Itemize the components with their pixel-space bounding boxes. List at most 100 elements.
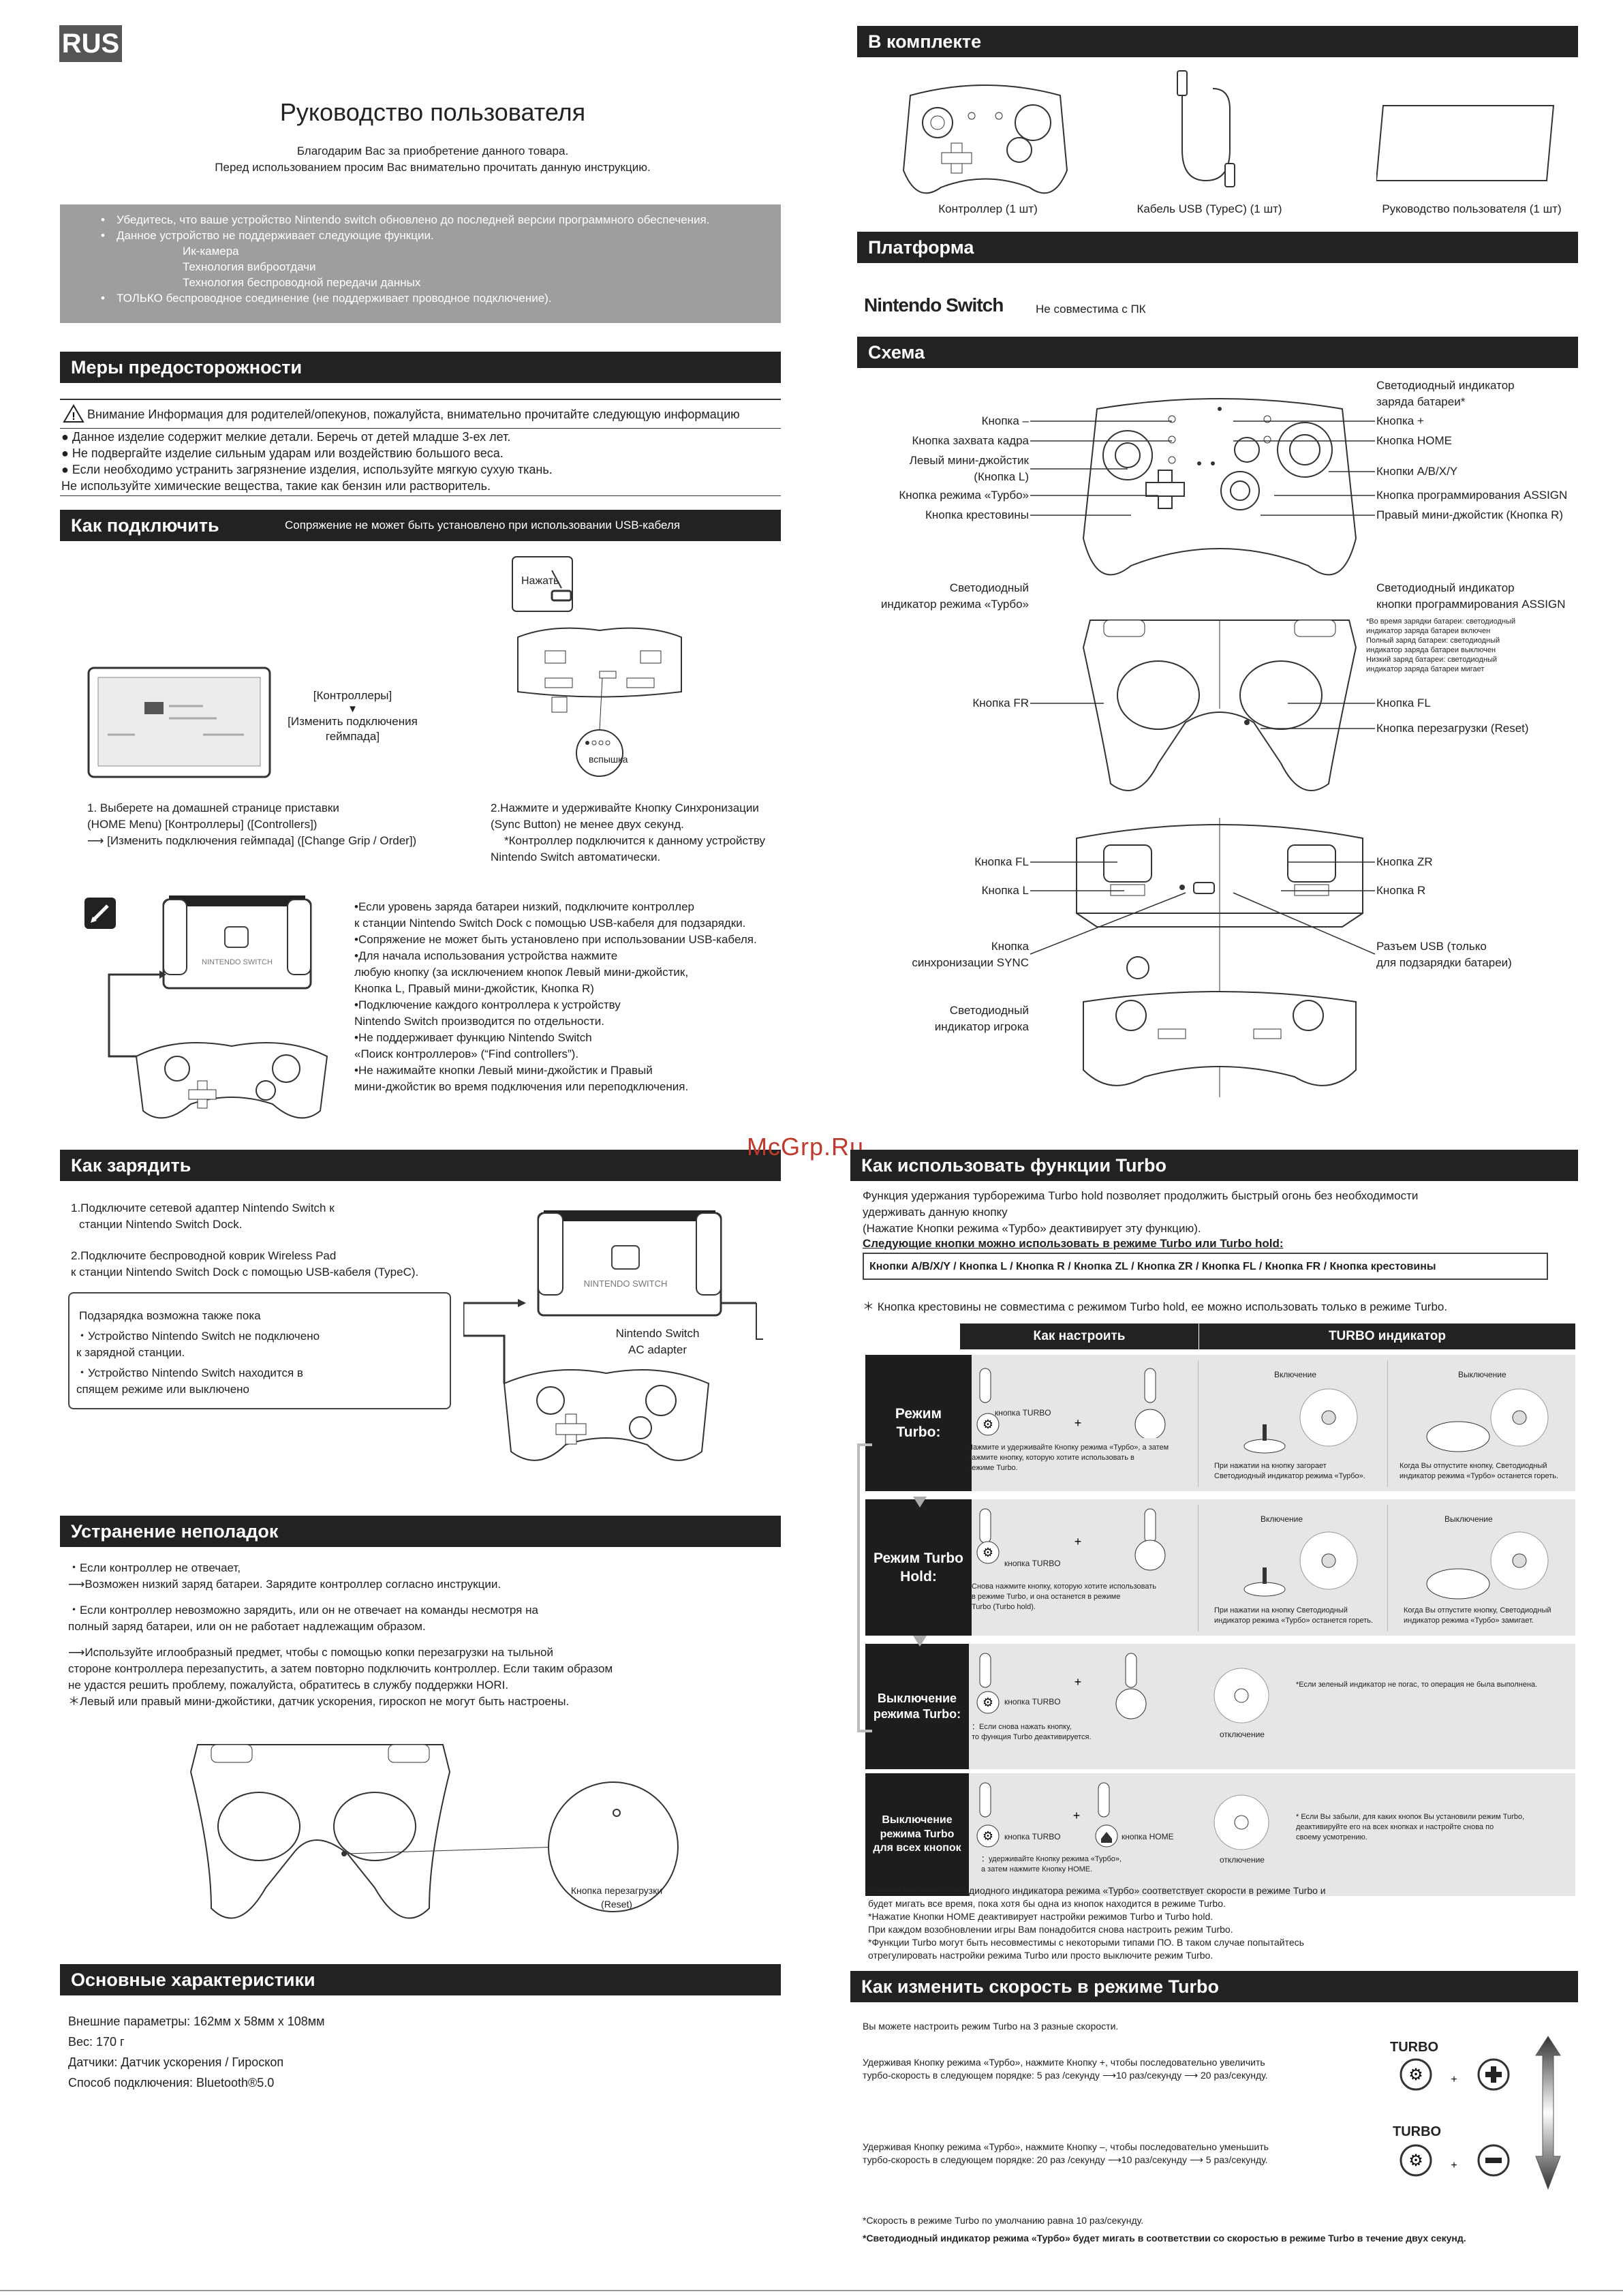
row2-on-text: При нажатии на кнопку Светодиодный xyxy=(1214,1606,1348,1614)
notice-line: Технология виброотдачи xyxy=(183,260,316,273)
charge-box-line: ・Устройство Nintendo Switch не подключен… xyxy=(76,1330,320,1343)
charge-header: Как зарядить xyxy=(60,1150,781,1181)
label-battery-led: заряда батареи* xyxy=(1376,395,1466,408)
label-assign-button: Кнопка программирования ASSIGN xyxy=(1376,489,1568,502)
turbo-label-down: TURBO xyxy=(1393,2124,1442,2139)
contents-item: Кабель USB (TypeC) (1 шт) xyxy=(1137,202,1282,215)
col-setup-header: Как настроить xyxy=(960,1323,1199,1349)
label-sync: Кнопка xyxy=(991,940,1029,953)
charge-step: станции Nintendo Switch Dock. xyxy=(79,1218,243,1231)
label-left-stick: (Кнопка L) xyxy=(974,470,1029,483)
turbo-dpad-note: ＊ Кнопка крестовины не совместима с режи… xyxy=(863,1300,1448,1313)
connect-note: •Сопряжение не может быть установлено пр… xyxy=(354,933,757,946)
row4-text: а затем нажмите Кнопку HOME. xyxy=(981,1865,1093,1873)
adapter-label: Nintendo Switch xyxy=(615,1327,700,1340)
connect-note: Кнопка L, Правый мини-джойстик, Кнопка R… xyxy=(354,982,594,995)
watermark: McGrp.Ru xyxy=(747,1133,865,1161)
turbo-header: Как использовать функции Turbo xyxy=(850,1150,1578,1181)
row1-on: Включение xyxy=(1274,1370,1317,1379)
label-home-button: Кнопка HOME xyxy=(1376,434,1452,447)
charge-box-line: спящем режиме или выключено xyxy=(76,1383,249,1396)
row3-btn-label: кнопка TURBO xyxy=(1004,1697,1061,1706)
row2-off-text: Когда Вы отпустите кнопку, Светодиодный xyxy=(1404,1606,1551,1614)
connect-header: Как подключить Сопряжение не может быть … xyxy=(60,510,781,541)
turbo-label-up: TURBO xyxy=(1390,2040,1439,2055)
svg-text:+: + xyxy=(1075,1416,1082,1430)
label-player-led: Светодиодный xyxy=(949,1004,1029,1017)
connect-subtitle: Сопряжение не может быть установлено при… xyxy=(285,519,681,532)
speed-blink: *Светодиодный индикатор режима «Турбо» б… xyxy=(863,2233,1466,2244)
controller-front-diagram xyxy=(1082,398,1357,576)
row1-on-text: Светодиодный индикатор режима «Турбо». xyxy=(1214,1472,1365,1480)
trouble-line: ⟶Используйте иглообразный предмет, чтобы… xyxy=(68,1646,553,1659)
label-left-stick: Левый мини-джойстик xyxy=(909,454,1029,467)
label-dpad: Кнопка крестовины xyxy=(925,508,1029,521)
warning-text: Внимание Информация для родителей/опекун… xyxy=(87,408,740,421)
spec-line: Способ подключения: Bluetooth®5.0 xyxy=(68,2076,275,2090)
connect-note: •Не нажимайте кнопки Левый мини-джойстик… xyxy=(354,1064,653,1077)
speed-icons: ⚙ + ⚙ + xyxy=(1400,2036,1561,2190)
label-usb-port: для подзарядки батареи) xyxy=(1376,956,1512,969)
row-label-off: Выключение режима Turbo: xyxy=(865,1644,969,1769)
notice-line: Технология беспроводной передачи данных xyxy=(183,276,421,289)
connect-note: мини-джойстик во время подключения или п… xyxy=(354,1080,689,1093)
platform-header: Платформа xyxy=(857,232,1578,263)
spec-line: Вес: 170 г xyxy=(68,2035,125,2049)
reset-label: Кнопка перезагрузки xyxy=(570,1885,663,1896)
connect-note: •Подключение каждого контроллера к устро… xyxy=(354,998,621,1011)
battery-footnote: индикатор заряда батареи включен xyxy=(1366,627,1491,635)
label-abxy-buttons: Кнопки A/B/X/Y xyxy=(1376,465,1458,478)
connect-note: •Если уровень заряда батареи низкий, под… xyxy=(354,900,694,913)
flow-arrows xyxy=(857,1443,927,1732)
notice-line: Ик-камера xyxy=(183,245,239,258)
svg-text:⚙: ⚙ xyxy=(983,1696,993,1710)
row2-on-text: индикатор режима «Турбо» останется горет… xyxy=(1214,1617,1374,1625)
row1-on-text: При нажатии на кнопку загорает xyxy=(1214,1462,1327,1470)
connect-note: «Поиск контроллеров» (“Find controllers”… xyxy=(354,1047,579,1060)
label-top-zr: Кнопка ZR xyxy=(1376,855,1433,868)
label-fl-button: Кнопка FL xyxy=(1376,697,1431,709)
connect-step2: *Контроллер подключится к данному устрой… xyxy=(504,834,765,847)
charging-dock-illustration: NINTENDO SWITCH xyxy=(463,1210,763,1461)
battery-footnote: Полный заряд батареи: светодиодный xyxy=(1366,637,1500,645)
label-top-r: Кнопка R xyxy=(1376,884,1426,897)
precaution-item: Не используйте химические вещества, таки… xyxy=(61,479,491,493)
row2-on-led xyxy=(1243,1531,1358,1597)
adapter-label: AC adapter xyxy=(628,1343,687,1356)
note-pencil-icon xyxy=(84,898,116,929)
row-label-mode: Режим Turbo: xyxy=(865,1355,972,1491)
row1-on-led xyxy=(1243,1388,1358,1454)
label-turbo-led: индикатор режима «Турбо» xyxy=(880,598,1029,611)
warning-icon: ! xyxy=(63,404,84,427)
turbo-buttons-box xyxy=(863,1253,1548,1280)
precautions-header: Меры предосторожности xyxy=(60,352,781,383)
connect-note: •Не поддерживает функцию Nintendo Switch xyxy=(354,1031,592,1044)
usb-cable-image xyxy=(1177,70,1235,187)
trouble-header: Устранение неполадок xyxy=(60,1516,781,1547)
precaution-item: ● Данное изделие содержит мелкие детали.… xyxy=(61,430,511,444)
row1-text: режиме Turbo. xyxy=(968,1464,1018,1472)
row2-off: Выключение xyxy=(1444,1514,1493,1524)
intro-line-1: Благодарим Вас за приобретение данного т… xyxy=(296,144,569,157)
contents-header: В комплекте xyxy=(857,26,1578,57)
manual-image xyxy=(1376,105,1555,181)
turbo-usable: Следующие кнопки можно использовать в ре… xyxy=(863,1237,1284,1250)
notice-panel: • Убедитесь, что ваше устройство Nintend… xyxy=(60,204,781,323)
row3-off-led xyxy=(1214,1668,1269,1724)
connect-step2: 2.Нажмите и удерживайте Кнопку Синхрониз… xyxy=(491,801,759,814)
trouble-line: ・Если контроллер невозможно зарядить, ил… xyxy=(68,1604,538,1617)
row4-icons: ⚙ + xyxy=(976,1782,1118,1848)
connect-note: Nintendo Switch производится по отдельно… xyxy=(354,1015,604,1028)
trouble-line: ＊Левый или правый мини-джойстики, датчик… xyxy=(68,1695,570,1708)
row1-icons: ⚙ + xyxy=(976,1368,1166,1438)
row2-icons: ⚙ + xyxy=(976,1508,1166,1571)
row4-btn-label: кнопка TURBO xyxy=(1004,1832,1061,1841)
screen-label: [Изменить подключения xyxy=(288,715,418,728)
turbo-gear-icon: ⚙ xyxy=(1408,2065,1423,2084)
turbo-desc: удерживать данную кнопку xyxy=(863,1206,1008,1219)
col-indicator-header: TURBO индикатор xyxy=(1199,1323,1575,1349)
charge-note-box xyxy=(68,1292,451,1409)
svg-text:⚙: ⚙ xyxy=(983,1546,993,1560)
row3-note: *Если зеленый индикатор не погас, то опе… xyxy=(1296,1681,1538,1689)
speed-down: Удерживая Кнопку режима «Турбо», нажмите… xyxy=(863,2141,1269,2152)
